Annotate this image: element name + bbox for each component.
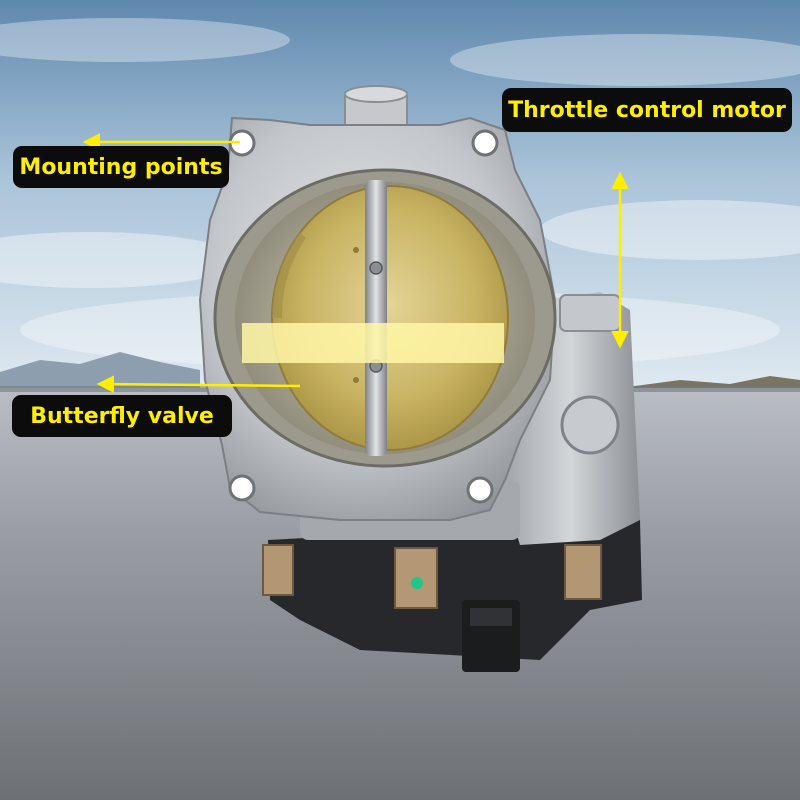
cloud [450,34,800,86]
mounting-points-label: Mounting points [13,146,229,188]
cloud [0,18,290,62]
connector-latch [470,608,512,626]
plate-screw [369,261,383,275]
cloud [0,232,240,288]
clip [262,544,294,596]
mounting-hole [466,476,494,504]
throttle-shaft [365,180,387,456]
butterfly-arrow [96,375,301,393]
top-port-rim [344,85,408,103]
cloud [540,200,800,260]
indicator-dot [411,577,423,589]
motor-boss [560,395,620,455]
butterfly-valve-label: Butterfly valve [12,395,232,437]
throttle-control-motor-label: Throttle control motor [502,88,792,132]
mounting-hole [228,474,256,502]
connector-housing [268,520,642,660]
plate-dot [353,247,359,253]
butterfly-plate [271,185,509,451]
clip [564,544,602,600]
valve-highlight-band [242,323,504,363]
motor-cap [559,294,621,332]
plate-dot [353,377,359,383]
plate-edge [271,232,306,318]
mountains [0,352,200,392]
mounting-hole [471,129,499,157]
